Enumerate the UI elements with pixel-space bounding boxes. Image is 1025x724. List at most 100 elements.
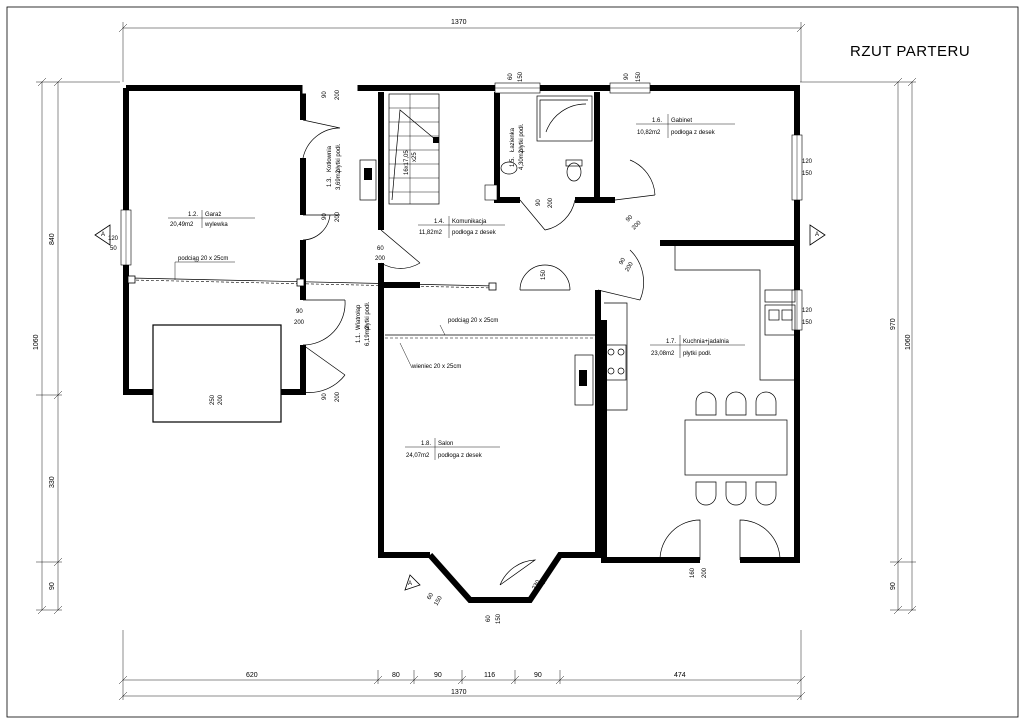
- svg-text:150: 150: [802, 320, 813, 326]
- garage-door-width: 250: [210, 394, 216, 405]
- svg-text:200: 200: [375, 256, 386, 262]
- svg-text:Kuchnia+jadalnia: Kuchnia+jadalnia: [683, 339, 730, 345]
- sheet-border: [6, 6, 1019, 718]
- section-markers: A A A: [94, 224, 826, 591]
- svg-text:150: 150: [636, 71, 642, 82]
- svg-text:podłoga z desek: podłoga z desek: [438, 453, 483, 459]
- dim-left-90: 90: [49, 582, 56, 590]
- car-outline: [152, 324, 282, 423]
- svg-text:150: 150: [518, 71, 524, 82]
- svg-text:60: 60: [541, 577, 550, 586]
- kitchen-fixtures: [604, 243, 797, 506]
- svg-text:Komunikacja: Komunikacja: [452, 219, 487, 225]
- bathroom-fixtures: [484, 95, 593, 201]
- svg-text:11,82m2: 11,82m2: [419, 230, 443, 236]
- svg-text:Salon: Salon: [438, 441, 453, 447]
- svg-text:A: A: [408, 581, 412, 587]
- svg-text:230: 230: [532, 579, 543, 591]
- svg-text:wylewka: wylewka: [204, 222, 228, 228]
- svg-text:1.5.: 1.5.: [510, 157, 516, 167]
- dim-seg-6: 474: [674, 672, 686, 679]
- room-label-lazienka: 1.5. Łazienka 4,30m2 płytki podł.: [510, 123, 525, 170]
- svg-text:podłoga z desek: podłoga z desek: [671, 130, 716, 136]
- svg-text:4,30m2: 4,30m2: [519, 149, 525, 170]
- svg-text:120: 120: [802, 308, 813, 314]
- doors: [302, 119, 781, 586]
- dim-seg-1: 620: [246, 672, 258, 679]
- beams: podciąg 20 x 25cm podciąg 20 x 25cm wien…: [127, 256, 598, 370]
- stairs-label-2: x25: [412, 152, 418, 162]
- svg-text:120: 120: [802, 159, 813, 165]
- windows: [120, 82, 803, 331]
- opening-labels: 120 50 90 200 90 200 60 200 90 200 90 20…: [108, 71, 813, 624]
- svg-text:A: A: [815, 232, 819, 238]
- svg-text:200: 200: [702, 567, 708, 578]
- svg-text:1.2.: 1.2.: [188, 212, 198, 218]
- dimension-top-total: 1370: [451, 19, 467, 26]
- svg-text:Gabinet: Gabinet: [671, 118, 692, 124]
- svg-text:60: 60: [486, 615, 492, 622]
- dim-right-1060: 1060: [905, 334, 912, 350]
- svg-text:200: 200: [335, 89, 341, 100]
- dimension-right: 970 1060 90: [800, 77, 917, 615]
- dimension-bottom-total: 1370: [451, 689, 467, 696]
- boiler: [359, 159, 377, 201]
- svg-text:200: 200: [335, 211, 341, 222]
- dining-table: [684, 419, 788, 476]
- svg-text:50: 50: [110, 246, 117, 252]
- staircase: 16x17,05 x25: [388, 93, 440, 205]
- room-label-garaz: 1.2. Garaż 20,49m2 wylewka: [168, 210, 255, 228]
- room-label-komunikacja: 1.4. Komunikacja 11,82m2 podłoga z desek: [418, 216, 505, 238]
- svg-text:Kotłownia: Kotłownia: [327, 145, 333, 172]
- svg-text:płytki podł.: płytki podł.: [336, 143, 342, 172]
- svg-text:1.1.: 1.1.: [356, 333, 362, 343]
- svg-text:150: 150: [434, 595, 445, 607]
- dim-seg-5: 90: [534, 672, 542, 679]
- svg-text:90: 90: [624, 73, 630, 80]
- svg-text:Wiatrołap: Wiatrołap: [356, 304, 362, 330]
- garage-door-height: 200: [218, 394, 224, 405]
- dim-right-970: 970: [890, 318, 897, 330]
- room-label-kotlownia: 1.3. Kotłownia 3,69m2 płytki podł.: [327, 143, 342, 190]
- svg-text:160: 160: [690, 567, 696, 578]
- svg-text:90: 90: [322, 213, 328, 220]
- beam-label-1: podciąg 20 x 25cm: [178, 256, 228, 262]
- svg-text:150: 150: [802, 171, 813, 177]
- svg-text:6,19m2: 6,19m2: [365, 325, 371, 346]
- svg-text:A: A: [101, 232, 105, 238]
- dim-left-1060: 1060: [33, 334, 40, 350]
- svg-text:90: 90: [322, 393, 328, 400]
- svg-text:90: 90: [625, 214, 634, 223]
- fireplace: [574, 354, 594, 406]
- svg-text:3,69m2: 3,69m2: [336, 169, 342, 190]
- svg-text:10,82m2: 10,82m2: [637, 130, 661, 136]
- room-label-wiatrolap: 1.1. Wiatrołap 6,19m2 płytki podł.: [356, 301, 371, 346]
- svg-text:90: 90: [536, 199, 542, 206]
- svg-text:płytki podł.: płytki podł.: [683, 351, 712, 357]
- room-label-gabinet: 1.6. Gabinet 10,82m2 podłoga z desek: [636, 114, 735, 138]
- svg-text:24,07m2: 24,07m2: [406, 453, 430, 459]
- svg-text:1.3.: 1.3.: [327, 177, 333, 187]
- drawing-title: RZUT PARTERU: [850, 43, 970, 60]
- room-label-kuchnia: 1.7. Kuchnia+jadalnia 23,08m2 płytki pod…: [650, 335, 745, 358]
- stairs-label-1: 16x17,05: [404, 150, 410, 175]
- svg-text:200: 200: [294, 320, 305, 326]
- svg-text:120: 120: [108, 236, 119, 242]
- svg-text:1.6.: 1.6.: [652, 118, 662, 124]
- svg-text:200: 200: [335, 391, 341, 402]
- beam-label-2: podciąg 20 x 25cm: [448, 318, 498, 324]
- svg-text:150: 150: [496, 613, 502, 624]
- dimension-left: 840 1060 330 90: [33, 77, 120, 615]
- svg-text:Łazienka: Łazienka: [510, 127, 516, 152]
- dim-right-90: 90: [890, 582, 897, 590]
- svg-text:1.8.: 1.8.: [421, 441, 431, 447]
- svg-text:200: 200: [548, 197, 554, 208]
- svg-text:1.4.: 1.4.: [434, 219, 444, 225]
- svg-text:płytki podł.: płytki podł.: [519, 123, 525, 152]
- beam-label-3: wieniec 20 x 25cm: [411, 364, 461, 370]
- svg-text:Garaż: Garaż: [205, 212, 221, 218]
- svg-text:90: 90: [296, 309, 303, 315]
- dim-left-840: 840: [49, 233, 56, 245]
- svg-text:90: 90: [619, 257, 628, 266]
